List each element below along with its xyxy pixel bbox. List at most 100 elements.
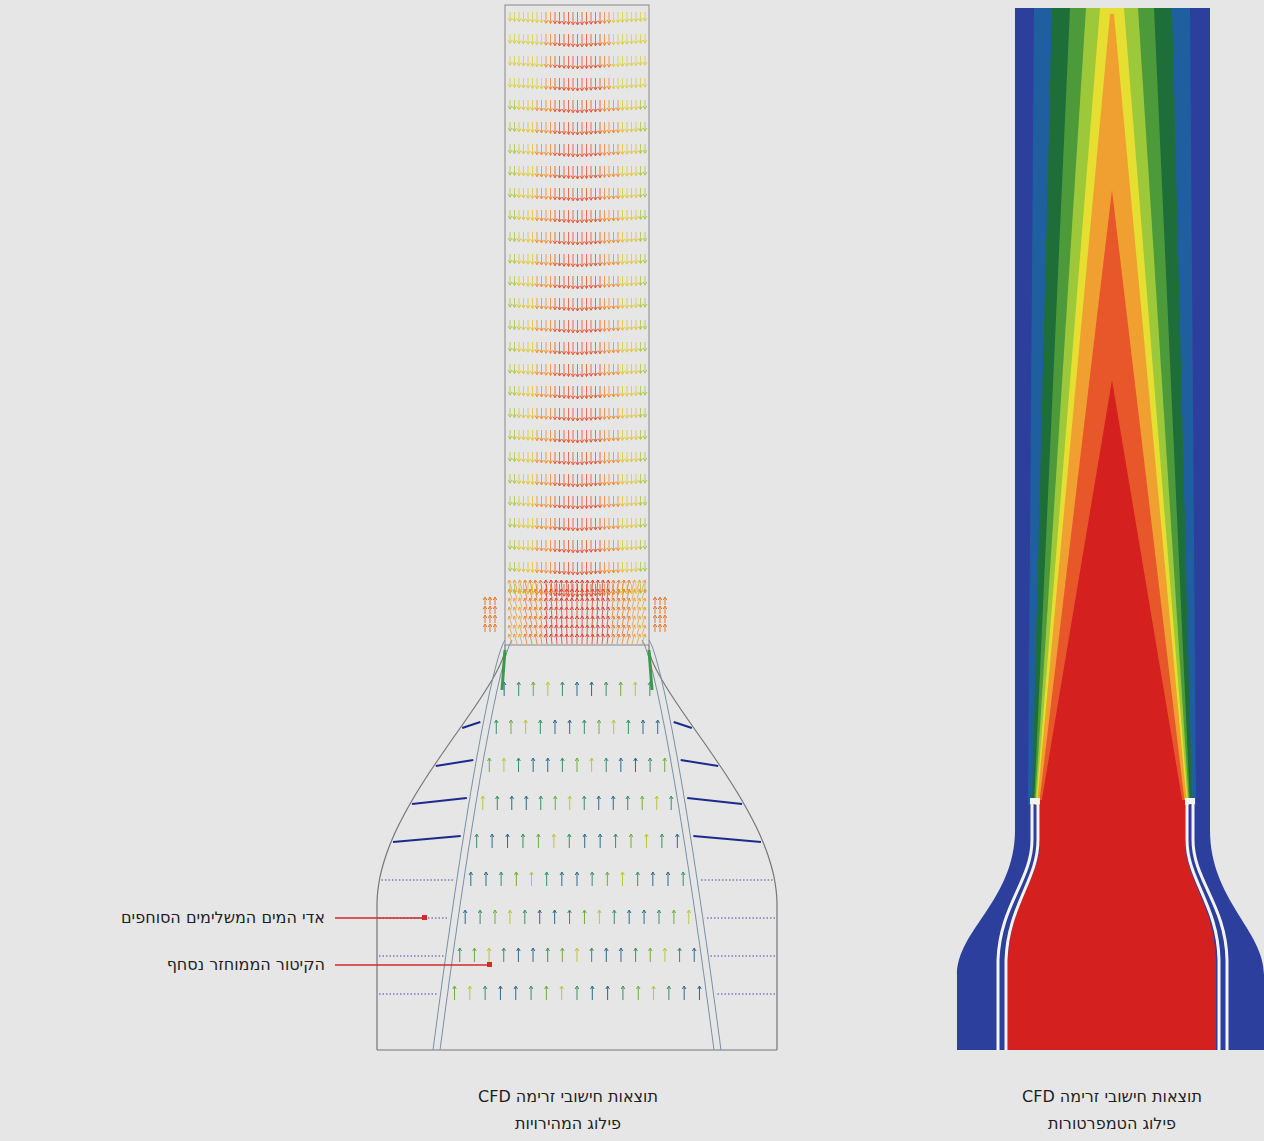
velocity-vector [532, 78, 533, 88]
velocity-vector-head [517, 19, 521, 22]
velocity-vector-head [558, 175, 562, 178]
velocity-vector-head [508, 106, 512, 109]
velocity-vector-head [625, 195, 629, 198]
velocity-vector-head [598, 109, 602, 112]
velocity-vector-head [621, 129, 625, 132]
velocity-vector-head [634, 261, 638, 264]
velocity-vector-head [585, 87, 589, 90]
velocity-vector-head [627, 580, 631, 583]
velocity-vector-head [526, 195, 530, 198]
velocity-vector [600, 34, 601, 46]
velocity-vector [509, 580, 512, 590]
velocity-vector-head [616, 20, 620, 23]
velocity-vector-head [562, 505, 566, 508]
velocity-vector-head [553, 197, 557, 200]
velocity-vector [604, 100, 605, 111]
velocity-vector-head [607, 306, 611, 309]
velocity-vector-head [508, 607, 511, 610]
velocity-vector [609, 56, 610, 67]
velocity-vector [541, 342, 542, 353]
velocity-vector [582, 188, 583, 201]
velocity-vector [541, 34, 542, 45]
velocity-vector-head [585, 549, 589, 552]
velocity-vector-head [517, 239, 521, 242]
velocity-vector [591, 276, 592, 288]
velocity-vector-head [517, 261, 521, 264]
velocity-vector-head [549, 438, 553, 441]
velocity-vector [532, 430, 533, 440]
velocity-vector-head [639, 84, 643, 87]
velocity-vector-head [553, 351, 557, 354]
velocity-vector-head [513, 458, 517, 461]
velocity-vector-head [625, 129, 629, 132]
velocity-vector-head [571, 352, 575, 355]
velocity-vector-head [589, 21, 593, 24]
velocity-vector-head [643, 260, 647, 263]
velocity-vector-head [603, 240, 607, 243]
velocity-vector [573, 452, 574, 465]
velocity-vector-head [630, 547, 634, 550]
velocity-vector-head [612, 548, 616, 551]
velocity-vector [555, 276, 556, 288]
velocity-vector-head [612, 438, 616, 441]
velocity-vector [613, 364, 614, 375]
velocity-vector [555, 210, 556, 222]
velocity-vector [559, 474, 560, 486]
velocity-vector-head [632, 589, 635, 592]
velocity-vector-head [643, 194, 647, 197]
velocity-vector-head [606, 580, 610, 583]
velocity-vector-head [612, 394, 616, 397]
velocity-vector-head [621, 151, 625, 154]
velocity-vector-head [594, 417, 598, 420]
velocity-vector-head [517, 173, 521, 176]
velocity-vector [609, 298, 610, 309]
velocity-vector-head [580, 308, 584, 311]
velocity-vector-head [643, 414, 647, 417]
velocity-vector-head [535, 306, 539, 309]
velocity-vector-head [535, 86, 539, 89]
velocity-vector [586, 386, 587, 398]
velocity-vector [559, 408, 560, 420]
velocity-vector-head [540, 218, 544, 221]
velocity-vector [642, 589, 645, 599]
velocity-vector [613, 540, 614, 551]
velocity-vector [546, 144, 547, 155]
velocity-vector [573, 342, 574, 355]
velocity-vector [622, 386, 623, 396]
velocity-vector-head [576, 198, 580, 201]
velocity-vector-head [553, 153, 557, 156]
velocity-vector [514, 598, 517, 608]
velocity-vector-head [598, 153, 602, 156]
velocity-vector-head [524, 607, 528, 610]
velocity-vector [595, 452, 596, 464]
velocity-vector-head [580, 374, 584, 377]
velocity-vector [559, 298, 560, 310]
velocity-vector-head [607, 64, 611, 67]
velocity-vector-head [531, 503, 535, 506]
velocity-vector-head [540, 20, 544, 23]
velocity-vector [613, 342, 614, 353]
velocity-vector-head [601, 580, 605, 583]
velocity-vector-head [625, 415, 629, 418]
velocity-vector-head [549, 482, 553, 485]
velocity-vector-head [513, 414, 517, 417]
velocity-vector [559, 78, 560, 90]
velocity-vector [555, 518, 556, 530]
velocity-vector [550, 34, 551, 45]
velocity-vector-head [535, 42, 539, 45]
velocity-vector-head [585, 505, 589, 508]
velocity-vector [609, 232, 610, 243]
velocity-vector-head [603, 328, 607, 331]
velocity-vector-head [513, 106, 517, 109]
velocity-vector [604, 298, 605, 309]
velocity-vector-head [535, 20, 539, 23]
velocity-vector-head [508, 589, 511, 592]
velocity-vector [550, 12, 551, 23]
velocity-vector [600, 386, 601, 398]
velocity-vector-head [553, 109, 557, 112]
velocity-vector-head [567, 66, 571, 69]
velocity-vector [604, 518, 605, 529]
velocity-vector-head [594, 373, 598, 376]
velocity-vector [555, 452, 556, 464]
velocity-vector-head [616, 460, 620, 463]
